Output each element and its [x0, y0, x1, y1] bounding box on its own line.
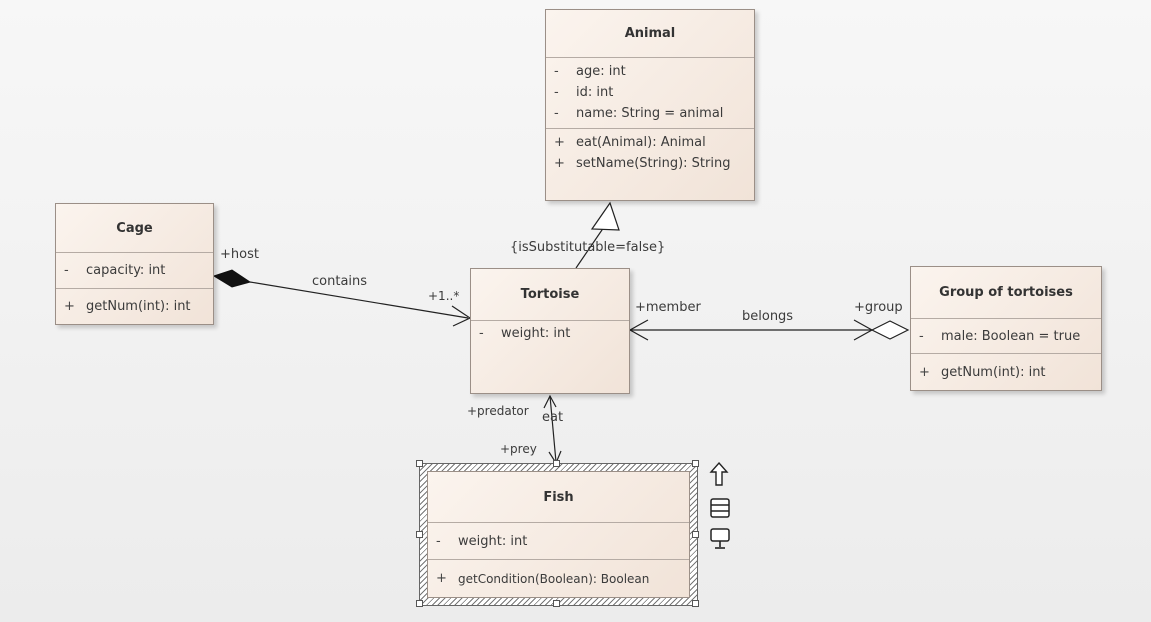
- class-animal[interactable]: Animal -age: int -id: int -name: String …: [545, 9, 755, 201]
- class-title: Tortoise: [471, 269, 629, 321]
- resize-handle-nw[interactable]: [416, 460, 423, 467]
- operation-row[interactable]: +setName(String): String: [554, 156, 731, 171]
- generalization-connector[interactable]: [575, 201, 620, 269]
- contains-label: contains: [312, 274, 368, 289]
- attributes-section: -weight: int: [471, 321, 629, 347]
- eat-association-connector[interactable]: [543, 394, 562, 465]
- operation-row[interactable]: +getNum(int): int: [64, 299, 191, 314]
- arrow-up-icon[interactable]: [708, 461, 730, 487]
- class-title: Cage: [56, 204, 213, 253]
- composition-connector[interactable]: [212, 269, 472, 327]
- attribute-row[interactable]: -name: String = animal: [554, 106, 724, 121]
- class-group-of-tortoises[interactable]: Group of tortoises -male: Boolean = true…: [910, 266, 1102, 391]
- composition-diamond: [212, 269, 252, 288]
- member-role-label: +member: [635, 300, 701, 315]
- aggregation-arrowhead-left: [628, 319, 649, 341]
- operations-section: +getNum(int): int: [56, 289, 213, 324]
- attributes-section: -weight: int: [428, 523, 689, 560]
- attribute-row[interactable]: -capacity: int: [64, 263, 166, 278]
- resize-handle-w[interactable]: [416, 531, 423, 538]
- aggregation-connector[interactable]: [628, 319, 910, 341]
- operations-section: +getCondition(Boolean): Boolean: [428, 560, 689, 597]
- resize-handle-n[interactable]: [553, 460, 560, 467]
- attribute-row[interactable]: -weight: int: [479, 326, 571, 341]
- eat-label: eat: [542, 410, 564, 425]
- operation-row[interactable]: +eat(Animal): Animal: [554, 135, 706, 150]
- aggregation-diamond: [870, 320, 910, 340]
- stamp-icon[interactable]: [709, 527, 731, 551]
- resize-handle-s[interactable]: [553, 600, 560, 607]
- attributes-section: -age: int -id: int -name: String = anima…: [546, 58, 754, 129]
- resize-handle-sw[interactable]: [416, 600, 423, 607]
- class-fish[interactable]: Fish -weight: int +getCondition(Boolean)…: [427, 471, 690, 598]
- class-title: Group of tortoises: [911, 267, 1101, 319]
- operations-section: +getNum(int): int: [911, 354, 1101, 390]
- predator-arrowhead: [543, 394, 557, 409]
- class-title: Animal: [546, 10, 754, 58]
- operation-row[interactable]: +getNum(int): int: [919, 364, 1046, 380]
- attributes-section: -male: Boolean = true: [911, 319, 1101, 354]
- class-tortoise[interactable]: Tortoise -weight: int: [470, 268, 630, 394]
- attribute-row[interactable]: -id: int: [554, 85, 614, 100]
- resize-handle-se[interactable]: [692, 600, 699, 607]
- list-icon[interactable]: [709, 497, 731, 519]
- host-role-label: +host: [220, 247, 259, 262]
- attribute-row[interactable]: -age: int: [554, 64, 626, 79]
- generalization-arrowhead: [590, 201, 620, 231]
- attributes-section: -capacity: int: [56, 253, 213, 289]
- group-role-label: +group: [854, 300, 903, 315]
- predator-role-label: +predator: [467, 404, 529, 418]
- prey-role-label: +prey: [500, 442, 537, 456]
- belongs-label: belongs: [742, 309, 794, 324]
- class-cage[interactable]: Cage -capacity: int +getNum(int): int: [55, 203, 214, 325]
- operations-section: +eat(Animal): Animal +setName(String): S…: [546, 129, 754, 177]
- resize-handle-e[interactable]: [692, 531, 699, 538]
- attribute-row[interactable]: -weight: int: [436, 533, 528, 549]
- operation-row[interactable]: +getCondition(Boolean): Boolean: [436, 571, 650, 586]
- attribute-row[interactable]: -male: Boolean = true: [919, 328, 1081, 344]
- generalization-constraint-label: {isSubstitutable=false}: [510, 240, 666, 255]
- class-title: Fish: [428, 472, 689, 523]
- aggregation-arrowhead-right: [853, 319, 874, 341]
- resize-handle-ne[interactable]: [692, 460, 699, 467]
- multiplicity-label: +1..*: [428, 289, 460, 303]
